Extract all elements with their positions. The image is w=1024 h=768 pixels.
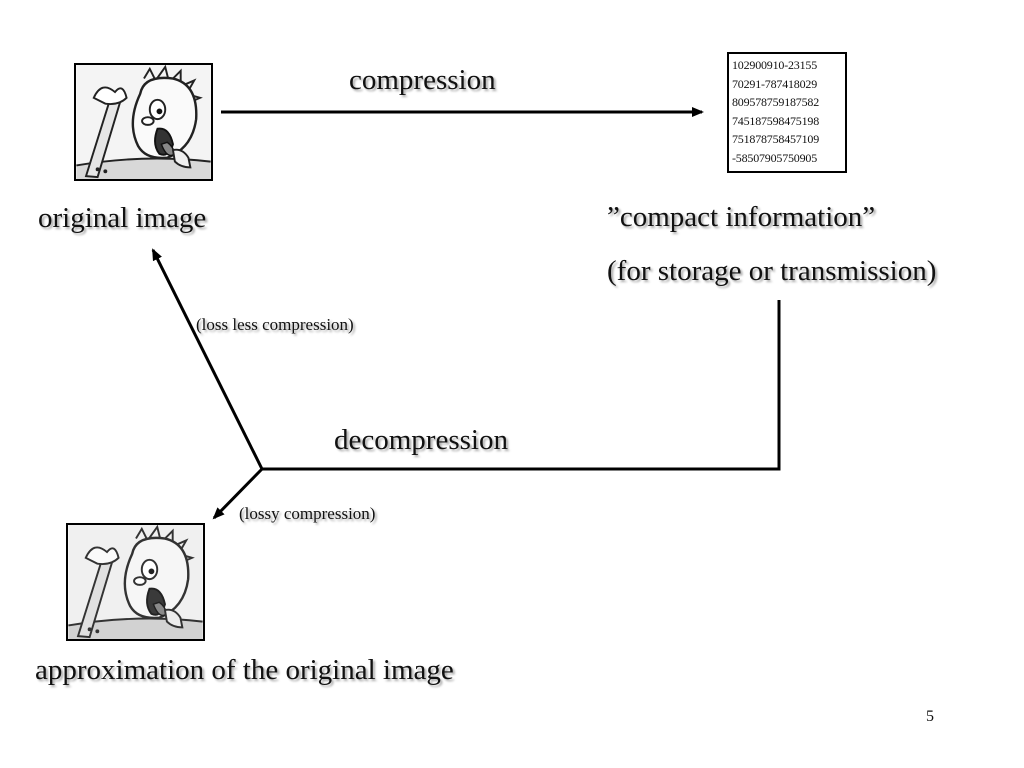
page-number: 5 bbox=[926, 708, 934, 725]
compact-information-label: ”compact information” bbox=[607, 201, 876, 233]
storage-transmission-label: (for storage or transmission) bbox=[607, 255, 937, 287]
compact-data-line: 102900910-23155 bbox=[732, 58, 817, 72]
cartoon-character-image-icon bbox=[68, 525, 203, 639]
original-image-thumbnail bbox=[74, 63, 213, 181]
compression-label: compression bbox=[349, 64, 496, 96]
compact-data-box: 102900910-23155 70291-787418029 80957875… bbox=[727, 52, 847, 173]
compact-data-line: 751878758457109 bbox=[732, 132, 820, 147]
decompression-line bbox=[262, 300, 781, 471]
original-image-label: original image bbox=[38, 202, 207, 234]
compact-data-line: -58507905750905 bbox=[732, 150, 817, 165]
lossy-arrow bbox=[212, 467, 264, 520]
lossless-arrow bbox=[151, 248, 264, 470]
lossless-label: (loss less compression) bbox=[196, 315, 354, 334]
approximation-label: approximation of the original image bbox=[35, 654, 454, 686]
compact-data-line: 745187598475198 bbox=[732, 113, 820, 128]
approximation-image-thumbnail bbox=[66, 523, 205, 641]
lossy-label: (lossy compression) bbox=[239, 504, 376, 523]
decompression-label: decompression bbox=[334, 424, 508, 456]
compact-data-line: 70291-787418029 bbox=[732, 76, 817, 91]
cartoon-character-image-icon bbox=[76, 65, 211, 179]
compact-data-line: 809578759187582 bbox=[732, 95, 820, 110]
